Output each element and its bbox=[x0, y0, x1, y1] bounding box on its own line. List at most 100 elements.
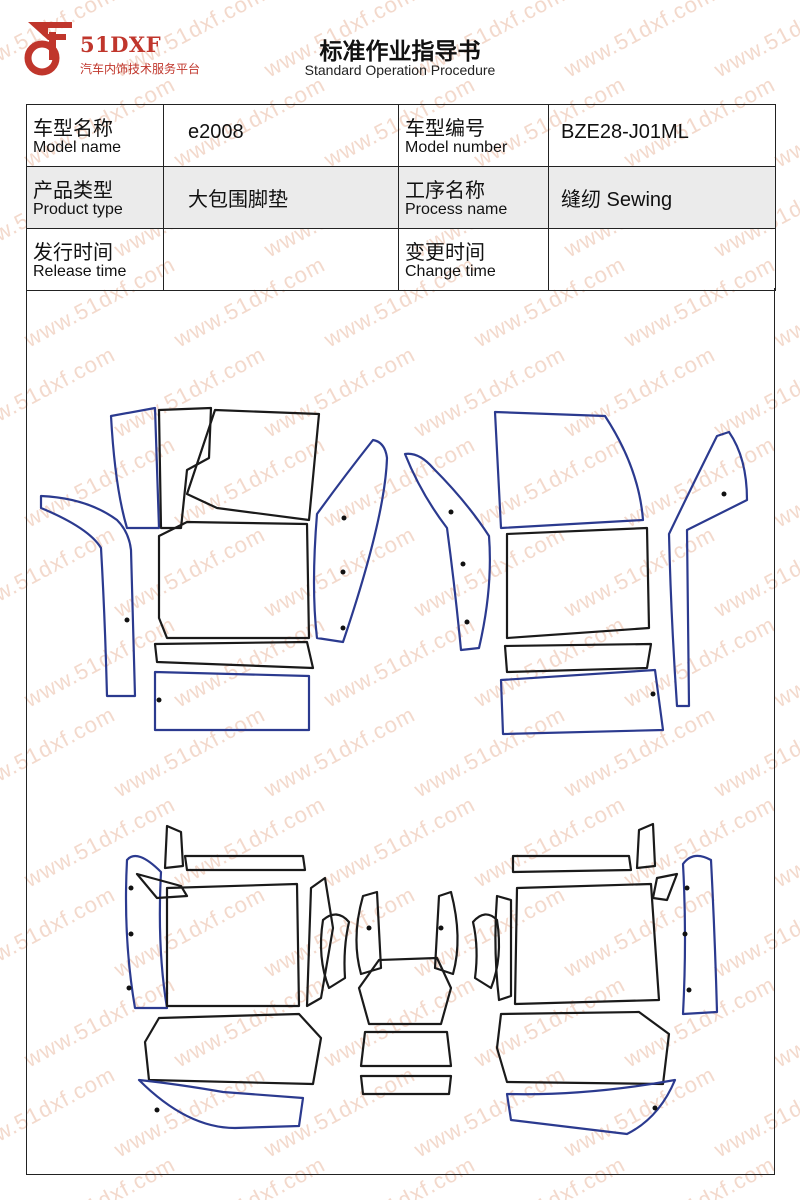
change-time-label-en: Change time bbox=[405, 263, 496, 280]
stitch-mark bbox=[154, 1107, 160, 1113]
pattern-piece bbox=[505, 1078, 677, 1136]
info-row-model: 车型名称 Model name e2008 车型编号 Model number … bbox=[26, 104, 776, 167]
product-type-label-cn: 产品类型 bbox=[33, 178, 113, 202]
pattern-piece bbox=[124, 854, 169, 1010]
model-number-label-cn: 车型编号 bbox=[405, 116, 485, 140]
brand-logo bbox=[24, 22, 72, 76]
pattern-piece bbox=[183, 854, 307, 872]
stitch-mark bbox=[340, 625, 346, 631]
pattern-piece bbox=[513, 882, 661, 1006]
change-time-label-cell: 变更时间 Change time bbox=[398, 228, 549, 291]
pattern-piece bbox=[109, 406, 161, 530]
model-number-label-en: Model number bbox=[405, 139, 508, 156]
pattern-piece bbox=[355, 890, 383, 976]
pattern-piece bbox=[165, 882, 301, 1008]
process-name-value-cell: 缝纫 Sewing bbox=[548, 166, 776, 229]
stitch-mark bbox=[684, 885, 690, 891]
pattern-piece bbox=[433, 890, 459, 976]
pattern-piece bbox=[357, 956, 453, 1026]
change-time-value-cell bbox=[548, 228, 776, 291]
pattern-piece bbox=[495, 1010, 671, 1086]
pattern-piece bbox=[403, 452, 491, 652]
stitch-mark bbox=[128, 885, 134, 891]
pattern-piece bbox=[511, 854, 633, 874]
pattern-piece bbox=[499, 668, 665, 736]
pattern-drawing-area bbox=[26, 288, 775, 1175]
pattern-piece bbox=[153, 640, 315, 670]
stitch-mark bbox=[464, 619, 470, 625]
model-name-value: e2008 bbox=[188, 121, 244, 143]
stitch-mark bbox=[460, 561, 466, 567]
pattern-piece bbox=[505, 526, 651, 640]
process-name-label-cell: 工序名称 Process name bbox=[398, 166, 549, 229]
product-type-value: 大包围脚垫 bbox=[188, 189, 288, 211]
release-time-label-en: Release time bbox=[33, 263, 127, 280]
stitch-mark bbox=[124, 617, 130, 623]
pattern-piece bbox=[135, 872, 189, 900]
pattern-piece bbox=[635, 822, 657, 870]
info-row-time: 发行时间 Release time 变更时间 Change time bbox=[26, 228, 776, 291]
stitch-mark bbox=[126, 985, 132, 991]
pattern-piece bbox=[39, 494, 137, 698]
pattern-piece bbox=[143, 1012, 323, 1086]
pattern-piece bbox=[312, 438, 389, 644]
pattern-piece bbox=[305, 876, 335, 1008]
model-number-label-cell: 车型编号 Model number bbox=[398, 104, 549, 167]
product-type-value-cell: 大包围脚垫 bbox=[163, 166, 399, 229]
info-row-product: 产品类型 Product type 大包围脚垫 工序名称 Process nam… bbox=[26, 166, 776, 229]
pattern-piece bbox=[157, 520, 311, 640]
pattern-group-bottom-center bbox=[319, 890, 501, 1096]
pattern-piece bbox=[493, 410, 645, 530]
model-number-value: BZE28-J01ML bbox=[561, 121, 689, 143]
model-name-label-en: Model name bbox=[33, 139, 122, 156]
pattern-piece bbox=[359, 1074, 453, 1096]
stitch-mark bbox=[682, 931, 688, 937]
pattern-piece bbox=[157, 406, 213, 530]
pattern-piece bbox=[319, 913, 351, 990]
stitch-mark bbox=[128, 931, 134, 937]
process-name-label-en: Process name bbox=[405, 201, 508, 218]
product-type-label-en: Product type bbox=[33, 201, 123, 218]
stitch-mark bbox=[366, 925, 372, 931]
stitch-mark bbox=[448, 509, 454, 515]
release-time-label-cn: 发行时间 bbox=[33, 240, 113, 264]
brand-name: 51DXF bbox=[80, 32, 162, 57]
stitch-mark bbox=[438, 925, 444, 931]
pattern-piece bbox=[667, 430, 749, 708]
pattern-piece bbox=[137, 1078, 305, 1130]
pattern-piece bbox=[681, 854, 719, 1016]
document-title: 标准作业指导书 bbox=[319, 39, 481, 65]
pattern-piece bbox=[471, 913, 501, 990]
stitch-mark bbox=[156, 697, 162, 703]
stitch-mark bbox=[340, 569, 346, 575]
stitch-mark bbox=[652, 1105, 658, 1111]
pattern-group-top-left bbox=[39, 406, 389, 732]
release-time-label-cell: 发行时间 Release time bbox=[26, 228, 164, 291]
pattern-piece bbox=[185, 408, 321, 522]
stitch-mark bbox=[686, 987, 692, 993]
process-name-value: 缝纫 Sewing bbox=[561, 189, 673, 211]
pattern-piece bbox=[163, 824, 185, 870]
pattern-piece bbox=[153, 670, 311, 732]
product-type-label-cell: 产品类型 Product type bbox=[26, 166, 164, 229]
change-time-label-cn: 变更时间 bbox=[405, 240, 485, 264]
pattern-piece bbox=[651, 872, 679, 902]
release-time-value-cell bbox=[163, 228, 399, 291]
pattern-group-bottom-left bbox=[124, 824, 335, 1130]
model-name-label-cell: 车型名称 Model name bbox=[26, 104, 164, 167]
header: 51DXF 汽车内饰技术服务平台 标准作业指导书 Standard Operat… bbox=[0, 0, 800, 100]
process-name-label-cn: 工序名称 bbox=[405, 178, 485, 202]
info-table: 车型名称 Model name e2008 车型编号 Model number … bbox=[26, 104, 776, 291]
stitch-mark bbox=[341, 515, 347, 521]
model-name-label-cn: 车型名称 bbox=[33, 116, 113, 140]
pattern-drawing bbox=[39, 406, 749, 1136]
model-name-value-cell: e2008 bbox=[163, 104, 399, 167]
pattern-piece bbox=[503, 642, 653, 674]
pattern-piece bbox=[359, 1030, 453, 1068]
model-number-value-cell: BZE28-J01ML bbox=[548, 104, 776, 167]
stitch-mark bbox=[650, 691, 656, 697]
stitch-mark bbox=[721, 491, 727, 497]
pattern-group-top-right bbox=[403, 410, 749, 736]
pattern-piece bbox=[494, 894, 513, 1002]
brand-subtitle: 汽车内饰技术服务平台 bbox=[80, 62, 201, 76]
